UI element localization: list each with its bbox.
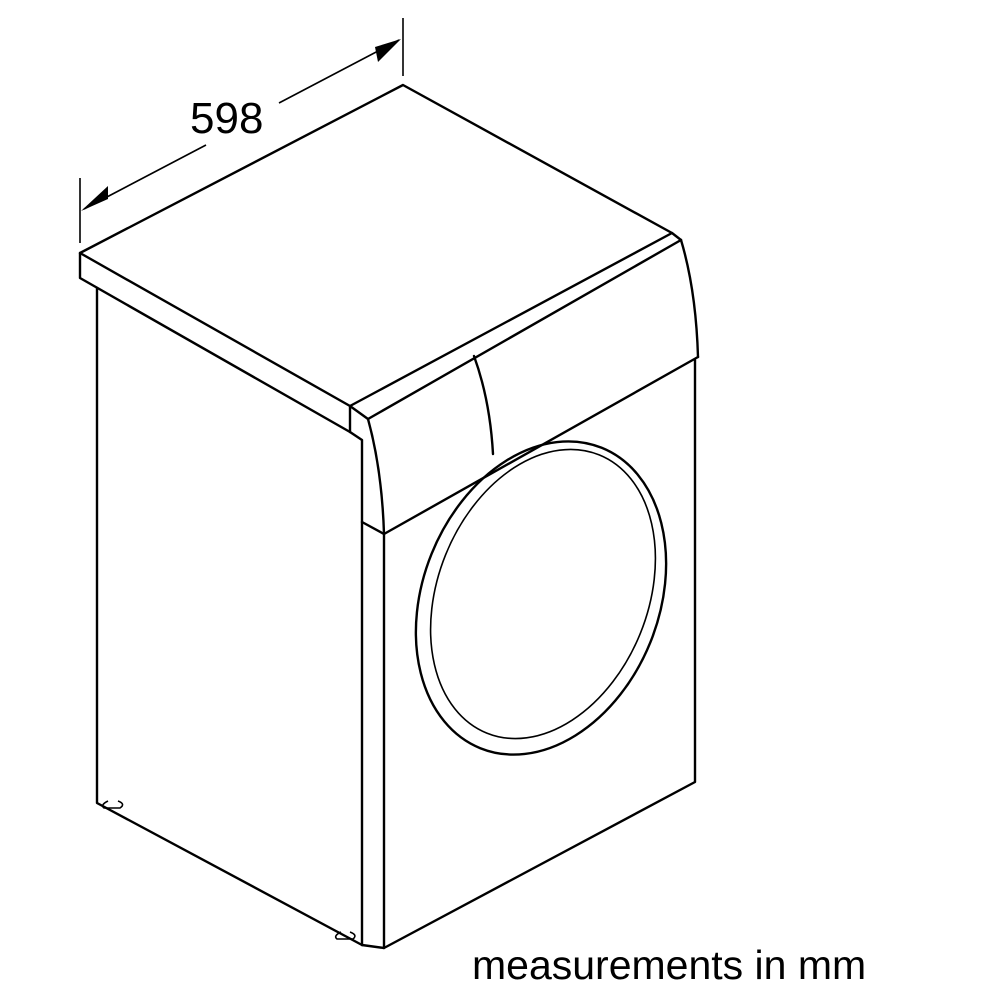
front-panel xyxy=(360,358,697,950)
door-outer-ring xyxy=(414,440,668,756)
detergent-drawer-divider xyxy=(472,354,495,456)
door xyxy=(414,440,668,756)
measurement-unit-note: measurements in mm xyxy=(472,942,867,988)
foot-back xyxy=(101,800,124,809)
arrowhead-right xyxy=(375,39,401,62)
feet xyxy=(101,800,356,940)
side-panel xyxy=(95,286,364,947)
foot-front xyxy=(334,931,356,940)
width-dimension: 598 xyxy=(79,18,404,243)
width-dimension-label: 598 xyxy=(190,94,263,143)
top-lid xyxy=(78,83,683,434)
door-inner-ring xyxy=(429,448,657,740)
arrowhead-left xyxy=(81,186,108,211)
